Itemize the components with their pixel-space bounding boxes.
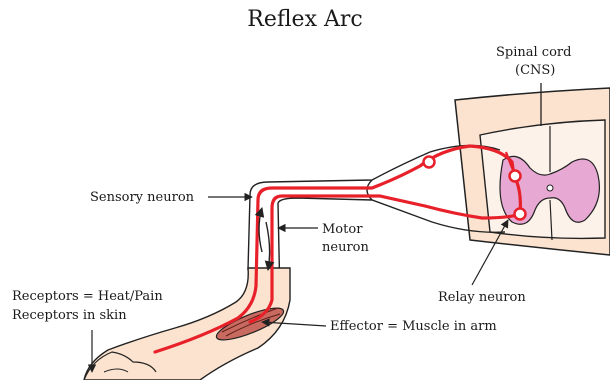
relay-neuron-label: Relay neuron [438,289,526,306]
relay-neuron-node-1 [510,171,521,182]
motor-neuron-label-line1: Motor [322,221,362,238]
effector-label: Effector = Muscle in arm [330,318,497,335]
motor-neuron-label-line2: neuron [322,239,369,256]
arm [84,268,290,380]
motor-direction-arrow [266,222,270,270]
receptors-label-line2: Receptors in skin [12,307,127,324]
sensory-direction-arrow [259,208,262,252]
sensory-cell-body [424,157,435,168]
sensory-neuron-label: Sensory neuron [90,189,194,206]
spinal-cord-label-line2: (CNS) [515,62,555,79]
relay-neuron-node-2 [515,209,526,220]
receptors-label-line1: Receptors = Heat/Pain [12,288,163,305]
spinal-cord-label-line1: Spinal cord [496,44,571,61]
spinal-cord-section [455,83,610,255]
